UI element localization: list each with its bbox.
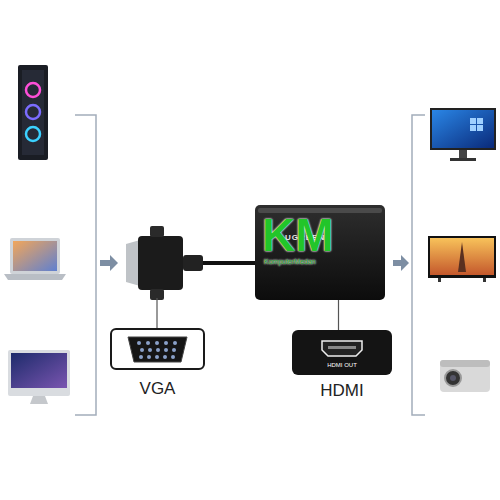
vga-port (110, 328, 205, 370)
desktop-computer (8, 350, 70, 404)
cable (203, 261, 258, 265)
node-label: VGA (112, 379, 203, 399)
adapter-box (255, 205, 385, 300)
node-label: HDMI (292, 381, 392, 401)
television (428, 236, 496, 282)
device-box: HDMI OUTHDMI (292, 330, 392, 375)
node-label: HDMI OUT (292, 362, 392, 368)
watermark: KM (262, 208, 334, 262)
leader-line (338, 300, 339, 330)
bracket (75, 115, 425, 415)
vga-plug (126, 226, 203, 300)
hdmi-port (292, 330, 392, 375)
monitor (430, 108, 496, 161)
leader-line (156, 298, 157, 328)
projector (440, 360, 490, 392)
watermark: KomputerMedan (264, 258, 316, 265)
laptop (4, 238, 66, 280)
device-box: VGA (110, 328, 205, 370)
pc-tower (18, 65, 48, 160)
